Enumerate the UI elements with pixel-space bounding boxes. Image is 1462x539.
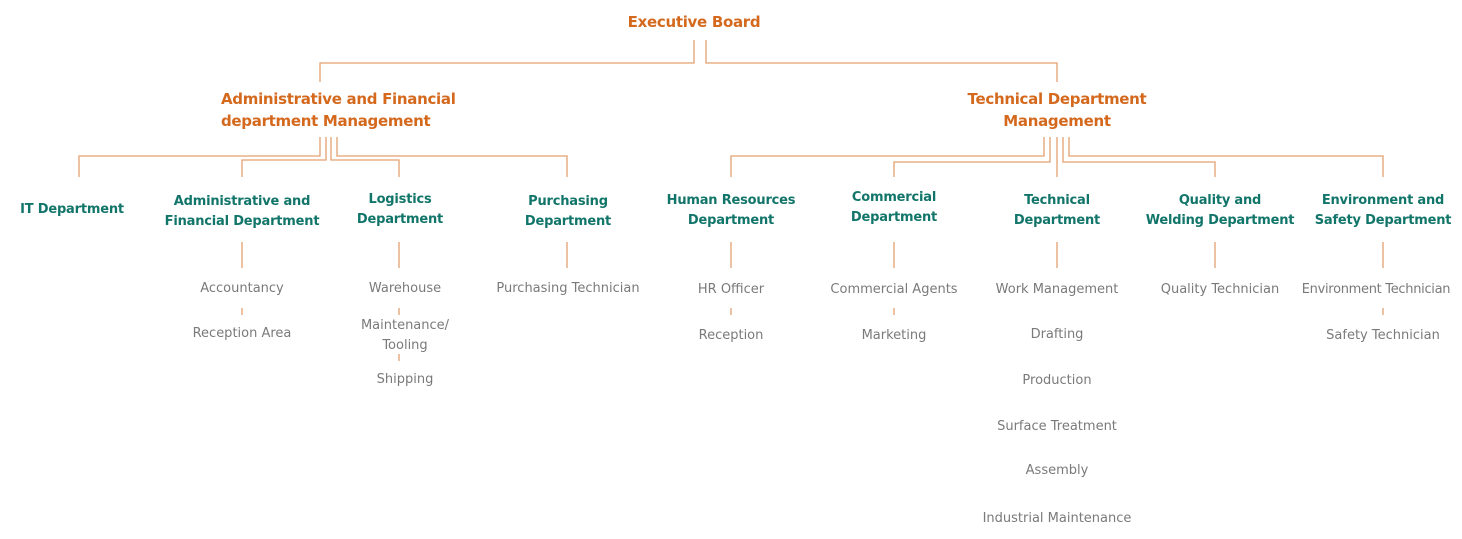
connector-admin-purchasing xyxy=(336,137,568,177)
purchasing-dept-line2: Department xyxy=(524,214,612,229)
purchasing-dept-line1: Purchasing xyxy=(528,194,608,209)
it-department-node: IT Department xyxy=(2,200,142,220)
technical-dept-line1: Technical xyxy=(1024,193,1090,208)
connector-admin-adminfin xyxy=(241,137,327,177)
logistics-dept-line1: Logistics xyxy=(368,192,432,207)
hr-department-node: Human Resources Department xyxy=(651,191,811,231)
environment-safety-department-node: Environment and Safety Department xyxy=(1298,191,1462,231)
unit-drafting: Drafting xyxy=(1030,327,1084,342)
hr-dept-line1: Human Resources xyxy=(666,193,796,208)
admin-management-line1: Administrative and Financial xyxy=(221,90,456,108)
unit-reception: Reception xyxy=(698,328,764,343)
unit-production: Production xyxy=(1022,373,1092,388)
connector-admin-logistics xyxy=(330,137,400,177)
unit-assembly: Assembly xyxy=(1025,463,1089,478)
connector-tech-environment xyxy=(1068,137,1384,177)
connector-tech-commercial xyxy=(893,137,1051,177)
maintenance-line1: Maintenance/ xyxy=(360,318,450,333)
unit-industrial-maintenance: Industrial Maintenance xyxy=(982,511,1132,526)
unit-work-management: Work Management xyxy=(995,282,1119,297)
unit-accountancy: Accountancy xyxy=(200,281,284,296)
tech-management-line1: Technical Department xyxy=(967,90,1147,108)
unit-commercial-agents: Commercial Agents xyxy=(830,282,958,297)
quality-dept-line2: Welding Department xyxy=(1145,213,1295,228)
technical-management-node: Technical Department Management xyxy=(932,88,1182,132)
it-department-label: IT Department xyxy=(20,202,124,217)
unit-reception-area: Reception Area xyxy=(192,326,292,341)
unit-quality-technician: Quality Technician xyxy=(1160,282,1280,297)
commercial-dept-line2: Department xyxy=(850,210,938,225)
admin-financial-department-node: Administrative and Financial Department xyxy=(162,192,322,232)
admin-financial-management-node: Administrative and Financial department … xyxy=(205,88,471,132)
admin-fin-dept-line2: Financial Department xyxy=(164,214,320,229)
connector-tech-quality xyxy=(1062,137,1216,177)
technical-department-node: Technical Department xyxy=(987,191,1127,231)
unit-purchasing-technician: Purchasing Technician xyxy=(496,281,640,296)
commercial-dept-line1: Commercial xyxy=(851,190,937,205)
tech-management-line2: Management xyxy=(1003,112,1111,130)
purchasing-department-node: Purchasing Department xyxy=(498,192,638,232)
technical-dept-line2: Department xyxy=(1013,213,1101,228)
unit-surface-treatment: Surface Treatment xyxy=(997,419,1117,434)
maintenance-line2: Tooling xyxy=(382,338,428,353)
logistics-department-node: Logistics Department xyxy=(330,190,470,230)
environment-dept-line1: Environment and xyxy=(1321,193,1445,208)
connector-admin-it xyxy=(78,137,321,177)
admin-fin-dept-line1: Administrative and xyxy=(173,194,311,209)
unit-warehouse: Warehouse xyxy=(368,281,442,296)
connector-tech-hr xyxy=(730,137,1045,177)
unit-shipping: Shipping xyxy=(376,372,434,387)
unit-safety-technician: Safety Technician xyxy=(1326,328,1440,343)
logistics-dept-line2: Department xyxy=(356,212,444,227)
quality-dept-line1: Quality and xyxy=(1178,193,1262,208)
connector-board-tech xyxy=(705,40,1058,82)
unit-environment-technician: Environment Technician xyxy=(1301,282,1451,297)
executive-board-node: Executive Board xyxy=(627,13,761,31)
unit-maintenance-tooling: Maintenance/ Tooling xyxy=(335,316,475,356)
commercial-department-node: Commercial Department xyxy=(824,188,964,228)
admin-management-line2: department Management xyxy=(221,112,431,130)
environment-dept-line2: Safety Department xyxy=(1314,213,1452,228)
unit-hr-officer: HR Officer xyxy=(697,282,765,297)
unit-marketing: Marketing xyxy=(861,328,927,343)
connector-board-admin xyxy=(319,40,695,82)
hr-dept-line2: Department xyxy=(687,213,775,228)
quality-welding-department-node: Quality and Welding Department xyxy=(1135,191,1305,231)
